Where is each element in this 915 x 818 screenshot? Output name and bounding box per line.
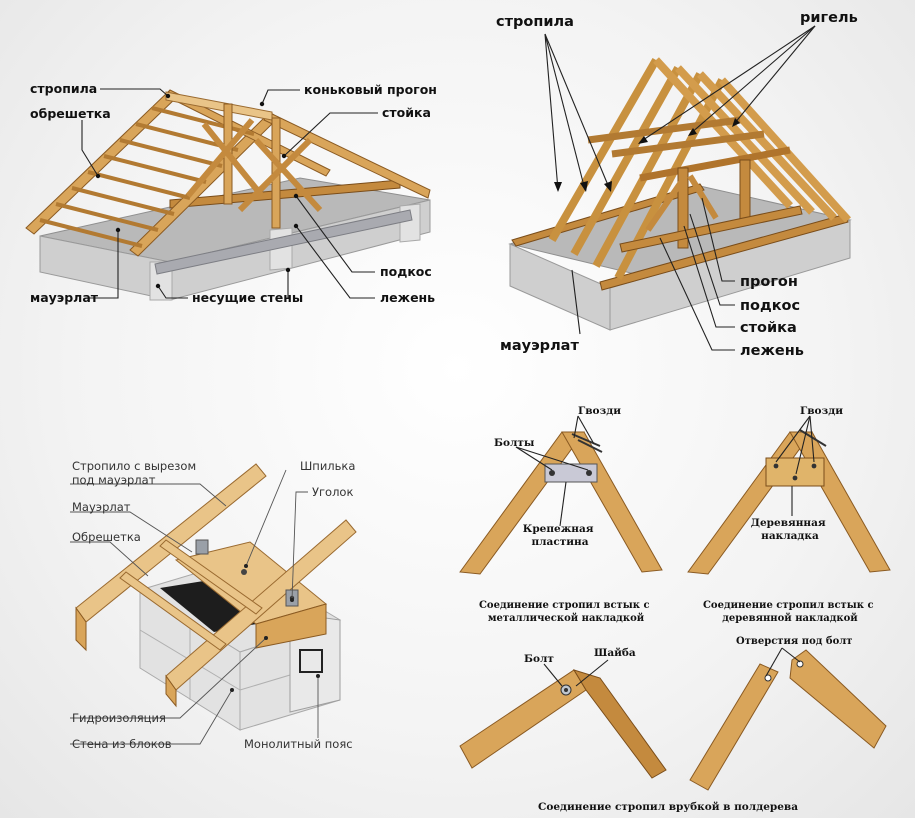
label-collar-beam-b: ригель [800,10,858,26]
joint2-leaders [775,415,815,516]
label-nails-j2: Гвозди [800,405,843,417]
caption-j3: Соединение стропил врубкой в полдерева [538,801,798,813]
panel-b-leaders [544,25,816,351]
joint1-labels: Гвозди Болты Крепежная пластина Соединен… [479,405,653,624]
label-post-a: стойка [382,105,431,120]
label-bolt-j3: Болт [524,653,554,665]
joint1-illustration [459,431,663,575]
label-bearing-walls-a: несущие стены [192,290,303,305]
caption-j2: Соединение стропил встык с деревянной на… [703,600,877,624]
joint3-leaders [543,647,801,687]
label-wall-plate-b: мауэрлат [500,338,579,354]
panel-a-illustration [25,89,431,301]
label-washer-j3: Шайба [594,647,636,659]
label-battens-a: обрешетка [30,106,111,121]
label-purlin-b: прогон [740,274,798,290]
label-overlay-j2: Деревянная накладка [751,517,830,542]
label-strut-b: подкос [740,298,800,314]
label-waterproofing-c: Гидроизоляция [72,711,166,725]
label-strut-a: подкос [380,264,432,279]
label-sill-b: лежень [740,343,804,359]
label-rafter-notched: Стропило с вырезом под мауэрлат [72,459,200,487]
panel-a-leaders [81,88,378,299]
label-block-wall-c: Стена из блоков [72,737,172,751]
panel-c-illustration [75,463,357,731]
label-monolithic-belt-c: Монолитный пояс [244,737,353,751]
label-stud-c: Шпилька [300,459,355,473]
label-nails-j1: Гвозди [578,405,621,417]
label-sill-a: лежень [380,290,435,305]
caption-j1: Соединение стропил встык с металлической… [479,600,653,624]
panel-c-labels: Стропило с вырезом под мауэрлат Мауэрлат… [72,459,355,751]
label-wall-plate-c: Мауэрлат [72,500,131,514]
panel-b-illustration [508,57,852,331]
label-ridge-purlin-a: коньковый прогон [304,82,437,97]
label-wall-plate-a: мауэрлат [30,290,99,305]
label-plate-j1: Крепежная пластина [523,523,597,548]
joint2-labels: Гвозди Деревянная накладка Соединение ст… [703,405,877,624]
panel-b-labels: стропила ригель прогон подкос стойка леж… [496,10,858,359]
label-angle-c: Уголок [312,485,353,499]
label-rafters-a: стропила [30,81,97,96]
panel-a-labels: стропила обрешетка коньковый прогон стой… [30,81,437,305]
label-post-b: стойка [740,320,797,336]
joint1-leaders [515,415,595,527]
label-bolts-j1: Болты [494,437,535,449]
joint3-labels: Болт Шайба Отверстия под болт Соединение… [524,636,853,813]
joint3-illustration [459,649,887,791]
label-holes-j3: Отверстия под болт [736,636,853,647]
joint2-illustration [687,429,891,575]
label-battens-c: Обрешетка [72,530,141,544]
panel-c-leaders [70,469,320,745]
label-rafters-b: стропила [496,14,574,30]
